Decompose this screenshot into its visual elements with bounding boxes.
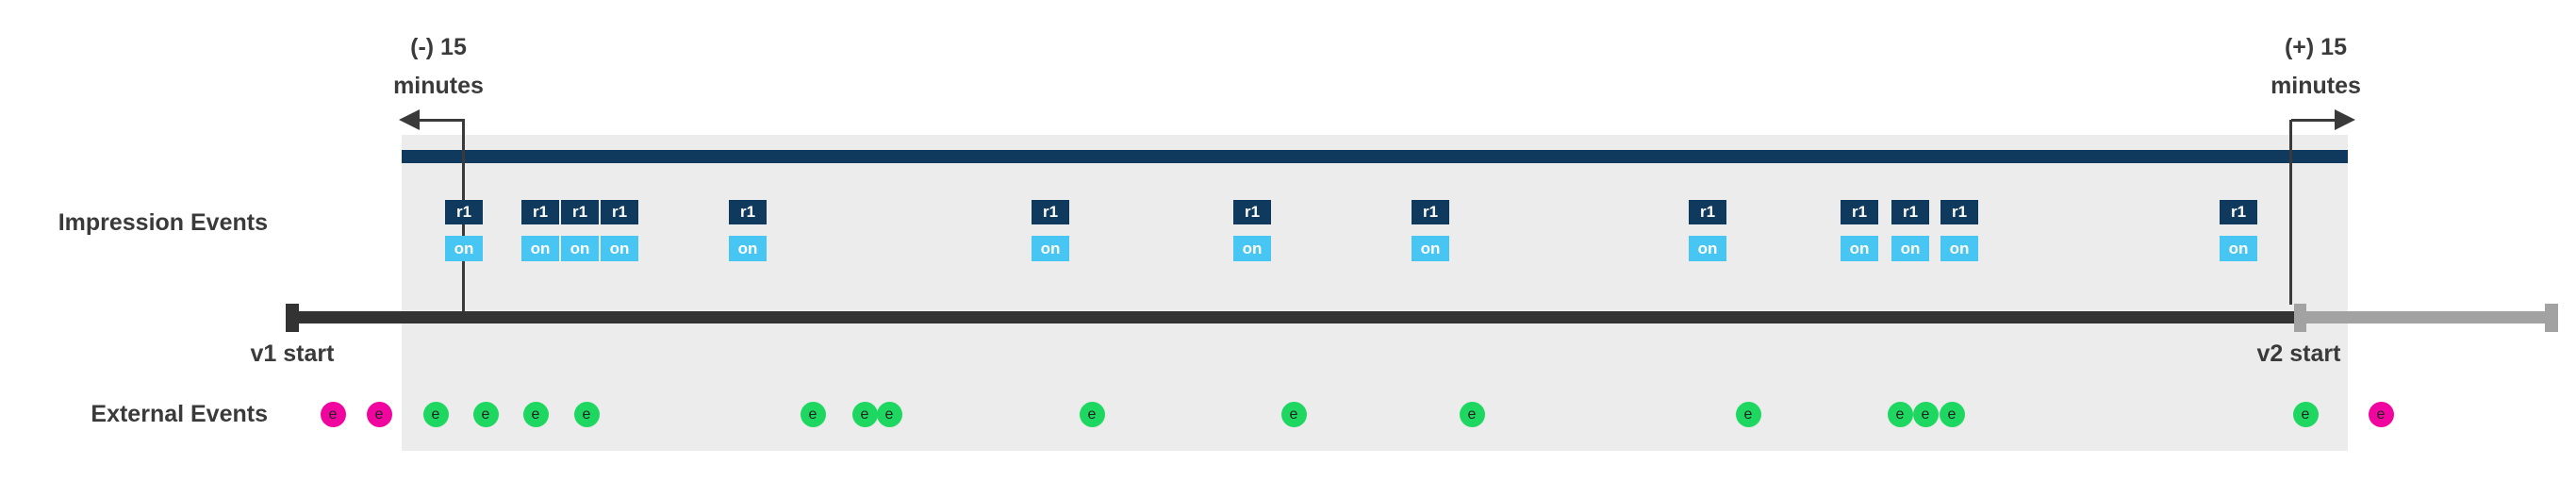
impression-event-column: r1 on <box>1841 200 1878 261</box>
impression-on-box: on <box>445 236 483 261</box>
external-event-marker-green: e <box>1912 402 1939 427</box>
impression-r1-box: r1 <box>445 200 483 224</box>
impression-r1-box: r1 <box>2220 200 2257 224</box>
external-event-marker-green: e <box>1079 402 1105 427</box>
external-event-marker-green: e <box>876 402 902 427</box>
impression-r1-box: r1 <box>601 200 638 224</box>
external-event-marker-green: e <box>1939 402 1965 427</box>
impression-on-box: on <box>561 236 599 261</box>
post-window-arrow-line <box>2291 119 2337 122</box>
pre-window-label-line1: (-) 15 <box>410 34 467 60</box>
arrow-left-icon <box>399 109 420 130</box>
post-window-connector-line <box>2289 120 2292 305</box>
external-event-marker-green: e <box>2292 402 2319 427</box>
impression-on-box: on <box>1032 236 1069 261</box>
post-window-label: (+) 15 minutes <box>2203 28 2429 106</box>
external-event-marker-green: e <box>472 402 499 427</box>
external-event-marker-green: e <box>1735 402 1761 427</box>
external-event-marker-green: e <box>1280 402 1307 427</box>
impression-r1-box: r1 <box>729 200 767 224</box>
pre-window-label-line2: minutes <box>393 73 484 99</box>
impression-r1-box: r1 <box>1940 200 1978 224</box>
impression-r1-box: r1 <box>1841 200 1878 224</box>
impression-event-column: r1 on <box>445 200 483 261</box>
impression-r1-box: r1 <box>1689 200 1726 224</box>
impression-event-column: r1 on <box>1032 200 1069 261</box>
external-events-label: External Events <box>91 401 268 427</box>
impression-on-box: on <box>521 236 559 261</box>
external-event-marker-green: e <box>1459 402 1485 427</box>
impression-r1-box: r1 <box>1891 200 1929 224</box>
impression-on-box: on <box>601 236 638 261</box>
impression-r1-box: r1 <box>1032 200 1069 224</box>
impression-on-box: on <box>1412 236 1449 261</box>
external-event-marker-pink: e <box>366 402 392 427</box>
impression-on-box: on <box>1940 236 1978 261</box>
v1-start-label: v1 start <box>250 340 335 367</box>
analysis-window-panel <box>402 135 2348 451</box>
external-event-marker-green: e <box>800 402 826 427</box>
external-event-marker-pink: e <box>2368 402 2394 427</box>
external-event-marker-green: e <box>573 402 600 427</box>
external-event-marker-pink: e <box>320 402 346 427</box>
impression-r1-box: r1 <box>1412 200 1449 224</box>
post-window-label-line2: minutes <box>2271 73 2361 99</box>
impression-on-box: on <box>2220 236 2257 261</box>
impression-event-column: r1 on <box>521 200 559 261</box>
impression-event-column: r1 on <box>601 200 638 261</box>
timeline-end-marker <box>2545 304 2558 332</box>
impression-event-column: r1 on <box>1412 200 1449 261</box>
impression-on-box: on <box>729 236 767 261</box>
timeline-v1-segment <box>286 311 2294 323</box>
impression-on-box: on <box>1689 236 1726 261</box>
impression-on-box: on <box>1891 236 1929 261</box>
external-event-marker-green: e <box>522 402 549 427</box>
arrow-right-icon <box>2335 109 2355 130</box>
external-event-marker-green: e <box>851 402 878 427</box>
v2-start-label: v2 start <box>2256 340 2341 367</box>
external-event-marker-green: e <box>1887 402 1913 427</box>
timeline-v2-segment <box>2294 311 2549 323</box>
post-window-label-line1: (+) 15 <box>2284 34 2347 60</box>
impression-event-column: r1 on <box>1233 200 1271 261</box>
impression-on-box: on <box>1233 236 1271 261</box>
impression-event-column: r1 on <box>1940 200 1978 261</box>
pre-window-arrow-line <box>413 119 465 122</box>
impression-event-column: r1 on <box>1689 200 1726 261</box>
impression-events-label: Impression Events <box>58 209 268 236</box>
impression-r1-box: r1 <box>1233 200 1271 224</box>
pre-window-label: (-) 15 minutes <box>325 28 552 106</box>
impression-r1-box: r1 <box>521 200 559 224</box>
impression-r1-box: r1 <box>561 200 599 224</box>
external-event-marker-green: e <box>422 402 449 427</box>
impression-on-box: on <box>1841 236 1878 261</box>
impression-event-column: r1 on <box>729 200 767 261</box>
impression-event-column: r1 on <box>2220 200 2257 261</box>
impression-event-column: r1 on <box>561 200 599 261</box>
campaign-flight-bar <box>402 150 2348 163</box>
impression-event-column: r1 on <box>1891 200 1929 261</box>
